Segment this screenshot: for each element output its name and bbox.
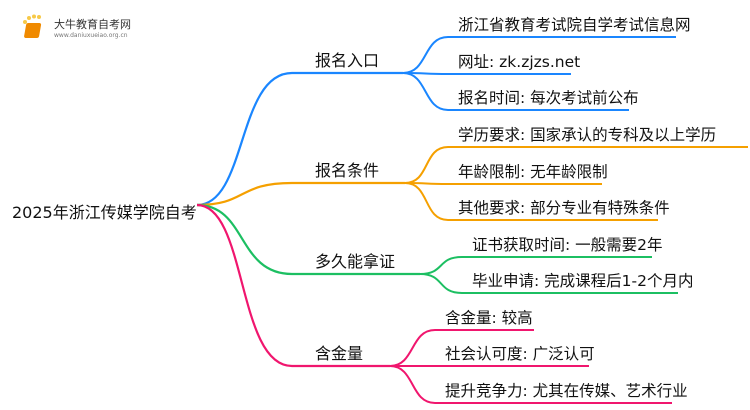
- leaf-topic: 学历要求: 国家承认的专科及以上学历: [458, 126, 716, 144]
- leaf-connector: [402, 72, 571, 75]
- leaf-topic: 含金量: 较高: [445, 309, 533, 327]
- leaf-connector: [389, 365, 672, 404]
- leaf-connector: [419, 273, 678, 294]
- leaf-connector: [402, 36, 676, 74]
- leaf-topic: 提升竞争力: 尤其在传媒、艺术行业: [445, 382, 688, 400]
- leaf-topic: 毕业申请: 完成课程后1-2个月内: [472, 272, 693, 290]
- leaf-topic: 报名时间: 每次考试前公布: [458, 89, 639, 107]
- book-icon: [23, 14, 42, 38]
- logo-url: www.daniuxueiao.org.cn: [54, 31, 128, 39]
- branch-topic: 报名入口: [315, 51, 379, 70]
- branch-topic: 多久能拿证: [315, 252, 395, 271]
- branch-connector: [196, 203, 390, 368]
- leaf-topic: 其他要求: 部分专业有特殊条件: [458, 199, 670, 217]
- branch-topic: 含金量: [315, 344, 363, 363]
- logo-title: 大牛教育自考网: [54, 17, 131, 31]
- leaf-topic: 年龄限制: 无年龄限制: [458, 163, 608, 181]
- leaf-topic: 证书获取时间: 一般需要2年: [472, 236, 663, 254]
- leaf-topic: 浙江省教育考试院自学考试信息网: [458, 15, 691, 34]
- leaf-topic: 社会认可度: 广泛认可: [445, 345, 595, 363]
- leaf-topic: 网址: zk.zjzs.net: [458, 53, 580, 71]
- leaf-connector: [404, 146, 748, 184]
- branch-connector: [196, 181, 405, 207]
- branch-topic: 报名条件: [315, 161, 379, 180]
- leaf-connector: [419, 256, 652, 275]
- site-logo: 大牛教育自考网 www.daniuxueiao.org.cn: [20, 14, 131, 40]
- leaf-connector: [389, 329, 534, 367]
- branch-connector: [196, 203, 420, 276]
- root-topic: 2025年浙江传媒学院自考: [12, 203, 197, 222]
- leaf-connector: [404, 182, 602, 185]
- leaf-connector: [402, 72, 629, 111]
- leaf-connector: [404, 182, 658, 221]
- branch-connector: [196, 71, 403, 207]
